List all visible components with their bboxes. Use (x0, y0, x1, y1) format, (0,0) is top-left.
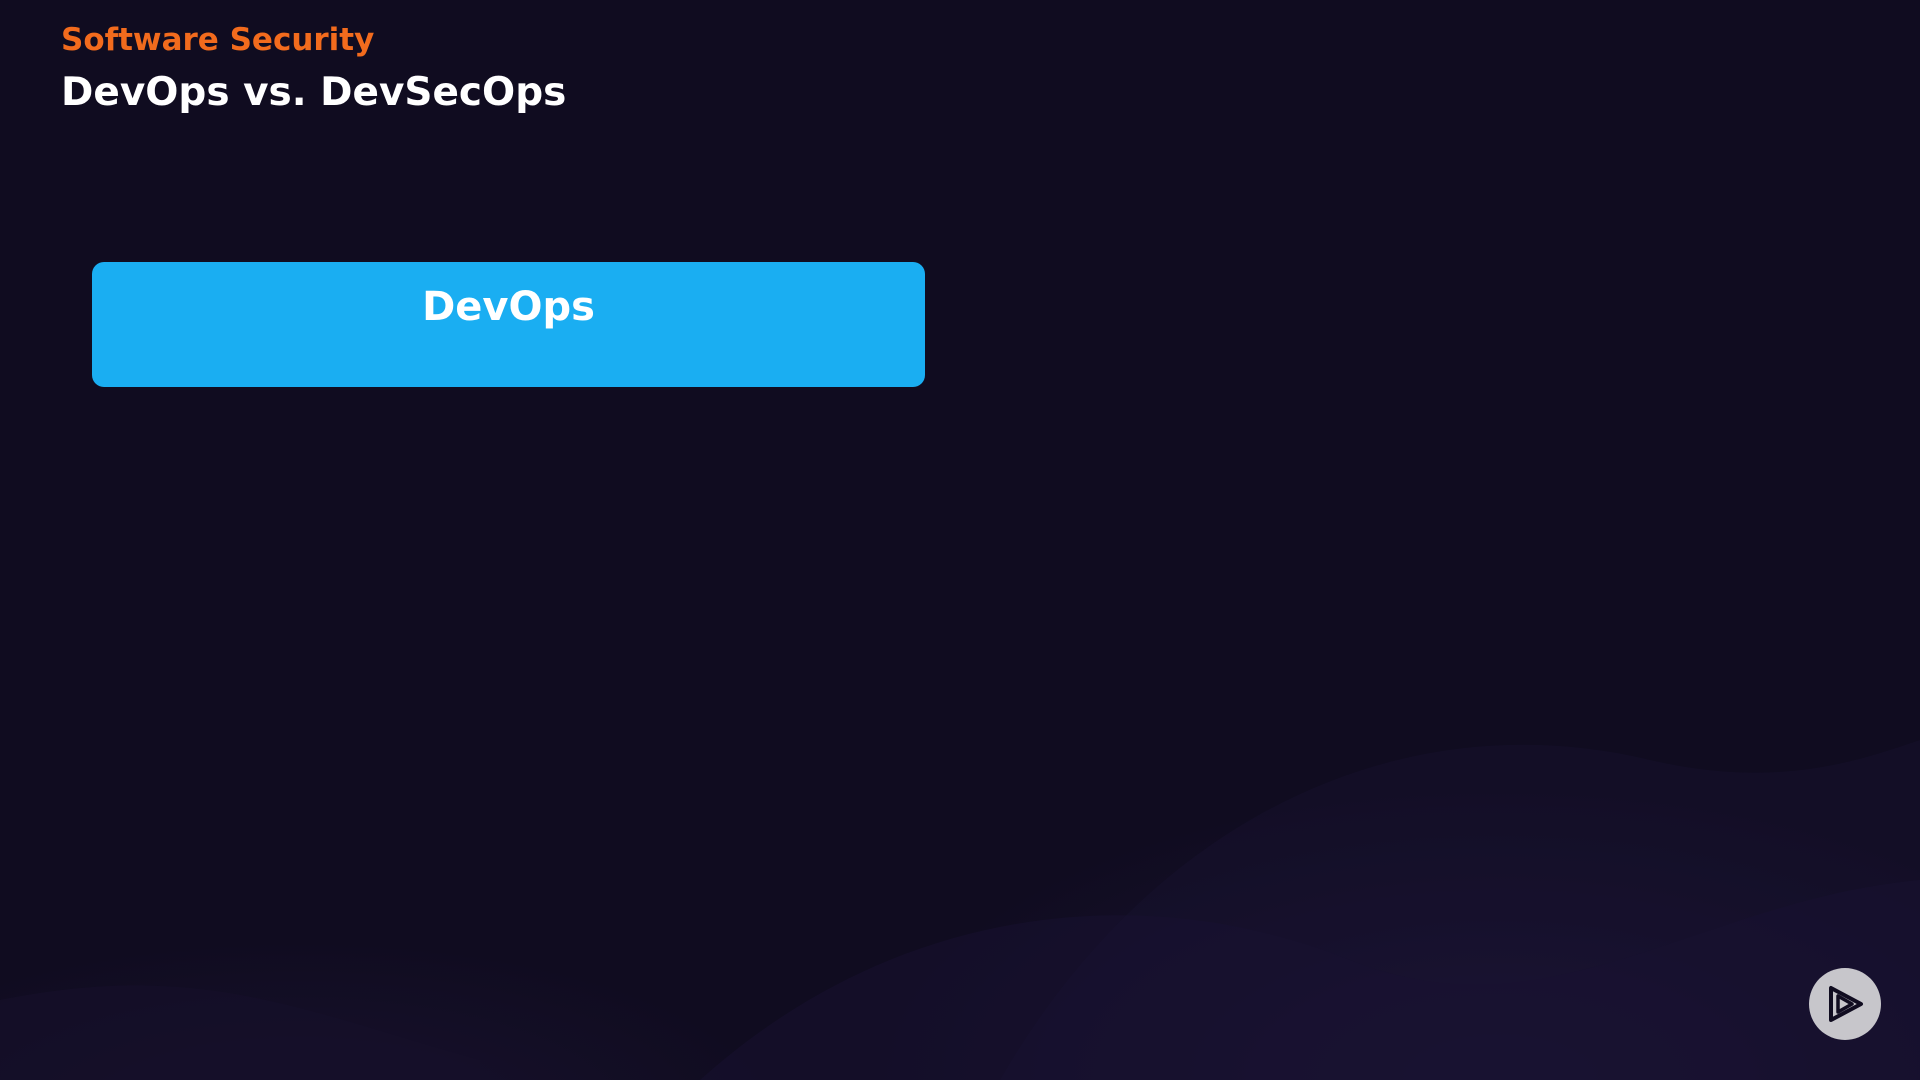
course-title: Software Security (61, 22, 375, 58)
play-logo-glyph (1829, 986, 1863, 1022)
slide-title: DevOps vs. DevSecOps (61, 70, 567, 115)
play-logo-icon (1809, 968, 1881, 1040)
devops-box: DevOps (92, 262, 925, 387)
devops-box-label: DevOps (422, 284, 595, 330)
